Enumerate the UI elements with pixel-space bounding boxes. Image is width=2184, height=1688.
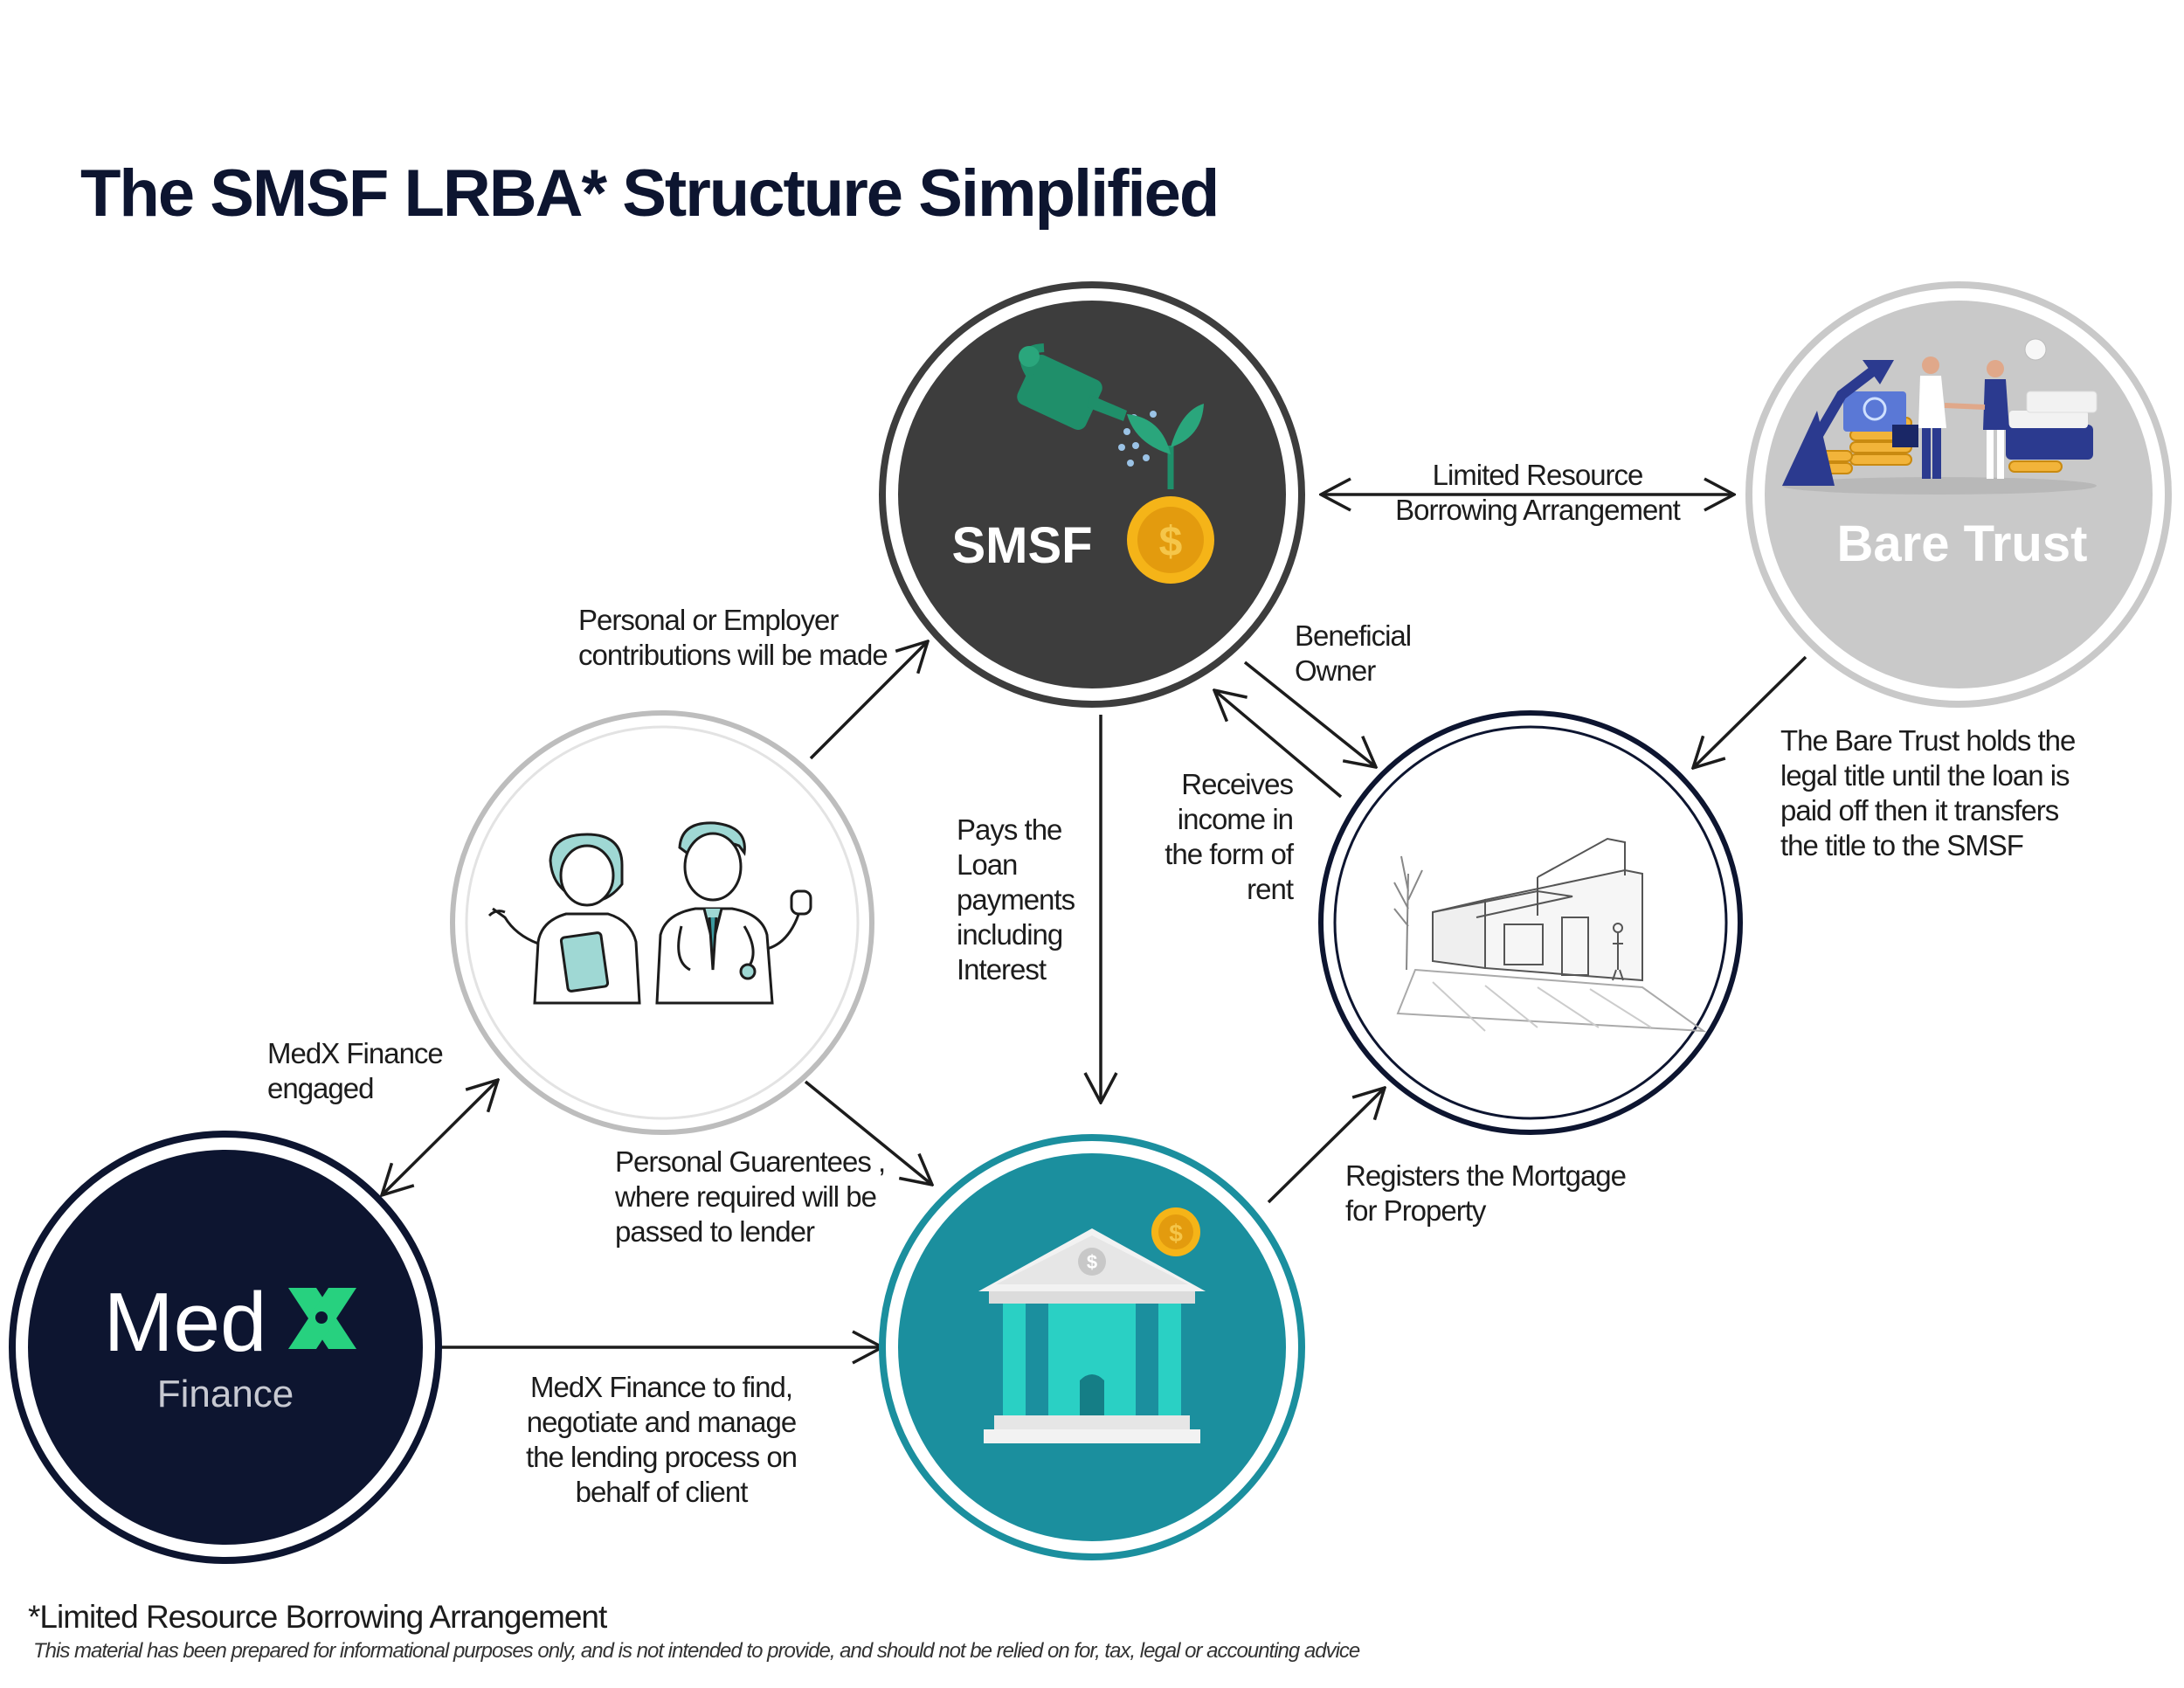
label-receives-income: Receives income in the form of rent (1165, 768, 1294, 905)
label-bare-trust-holds: The Bare Trust holds the legal title unt… (1780, 724, 2076, 861)
label-beneficial-owner: Beneficial Owner (1295, 619, 1412, 687)
lender-node[interactable]: $ $ (879, 1134, 1305, 1560)
page-title: The SMSF LRBA* Structure Simplified (80, 156, 1220, 231)
house-sketch-illustration (1393, 837, 1707, 1033)
label-registers-mortgage: Registers the Mortgage for Property (1345, 1159, 1627, 1227)
smsf-label: SMSF (951, 517, 1092, 574)
arrow-medx-engaged (382, 1080, 498, 1195)
medx-logo-text: Med (104, 1276, 267, 1369)
smsf-node[interactable]: SMSF $ (879, 281, 1305, 708)
svg-text:$: $ (1087, 1251, 1097, 1273)
property-node[interactable] (1318, 710, 1743, 1135)
coin-icon-small: $ (1151, 1207, 1200, 1256)
medx-sub-label: Finance (157, 1373, 294, 1415)
bank-building-icon: $ (978, 1228, 1206, 1443)
clients-node[interactable] (450, 710, 874, 1135)
watering-can-icon (1017, 343, 1157, 467)
arrow-bare-trust-to-property (1693, 655, 1807, 768)
plant-sprout-icon (1127, 404, 1204, 489)
label-personal-guarantees: Personal Guarentees , where required wil… (615, 1145, 886, 1248)
bare-trust-node[interactable]: Bare Trust (1745, 281, 2172, 708)
label-lrba: Limited Resource Borrowing Arrangement (1395, 459, 1681, 526)
svg-text:$: $ (1169, 1220, 1183, 1247)
business-handshake-illustration (1782, 338, 2098, 495)
coin-icon: $ (1127, 496, 1214, 584)
label-medx-find: MedX Finance to find, negotiate and mana… (525, 1371, 798, 1508)
label-pays-loan: Pays the Loan payments including Interes… (957, 813, 1075, 986)
person-woman (1983, 360, 2009, 479)
person-man (1892, 356, 1946, 479)
medx-node[interactable]: Med Finance (9, 1131, 442, 1564)
label-contributions: Personal or Employer contributions will … (578, 604, 888, 671)
footnote-lrba: *Limited Resource Borrowing Arrangement (28, 1599, 607, 1635)
doctors-illustration (487, 821, 812, 1005)
disclaimer: This material has been prepared for info… (33, 1639, 1360, 1663)
arrow-contributions (809, 641, 928, 760)
connectors (382, 495, 1807, 1347)
arrow-receives-income (1214, 690, 1343, 799)
arrow-registers-mortgage (1267, 1088, 1385, 1204)
label-medx-engaged: MedX Finance engaged (267, 1037, 444, 1104)
arrow-personal-guarantees (804, 1080, 932, 1185)
medx-x-logo (288, 1288, 356, 1349)
svg-text:$: $ (1159, 519, 1183, 565)
bare-trust-label: Bare Trust (1837, 515, 2088, 572)
arrow-beneficial-owner (1243, 661, 1376, 767)
